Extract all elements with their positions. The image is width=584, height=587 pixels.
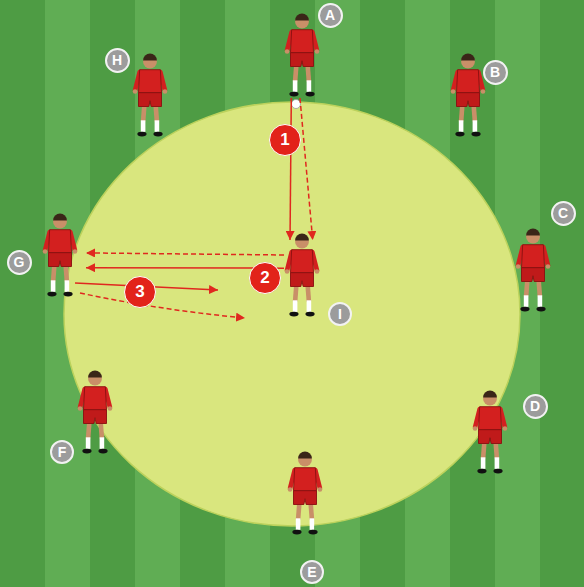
ball (292, 100, 301, 109)
player-letter: D (523, 394, 548, 419)
player-letter: C (551, 201, 576, 226)
player-node: B (448, 58, 510, 138)
player-node: E (288, 452, 326, 586)
player-letter: G (7, 250, 32, 275)
player-figures (43, 14, 551, 535)
player-node: H (104, 46, 170, 138)
player-letter: I (328, 302, 352, 326)
player-letter: B (483, 60, 508, 85)
player-letter: F (50, 440, 74, 464)
pitch-stripes (45, 0, 540, 587)
pass-arrow (300, 98, 313, 240)
run-arrow (80, 293, 245, 318)
player-letter: E (300, 560, 324, 584)
player-node: I (284, 240, 354, 328)
callout-number: 2 (249, 262, 281, 294)
callout-number: 1 (269, 124, 301, 156)
callout-number: 3 (124, 276, 156, 308)
player-letter: H (105, 48, 130, 73)
player-node: F (48, 372, 115, 466)
playing-circle (64, 102, 520, 526)
player-letter: A (318, 3, 343, 28)
pass-arrow (86, 253, 284, 255)
pass-arrow (290, 98, 291, 240)
player-node: G (6, 216, 86, 298)
player-node: C (515, 200, 577, 312)
player-node: D (470, 392, 550, 470)
player-node: A (282, 2, 344, 98)
